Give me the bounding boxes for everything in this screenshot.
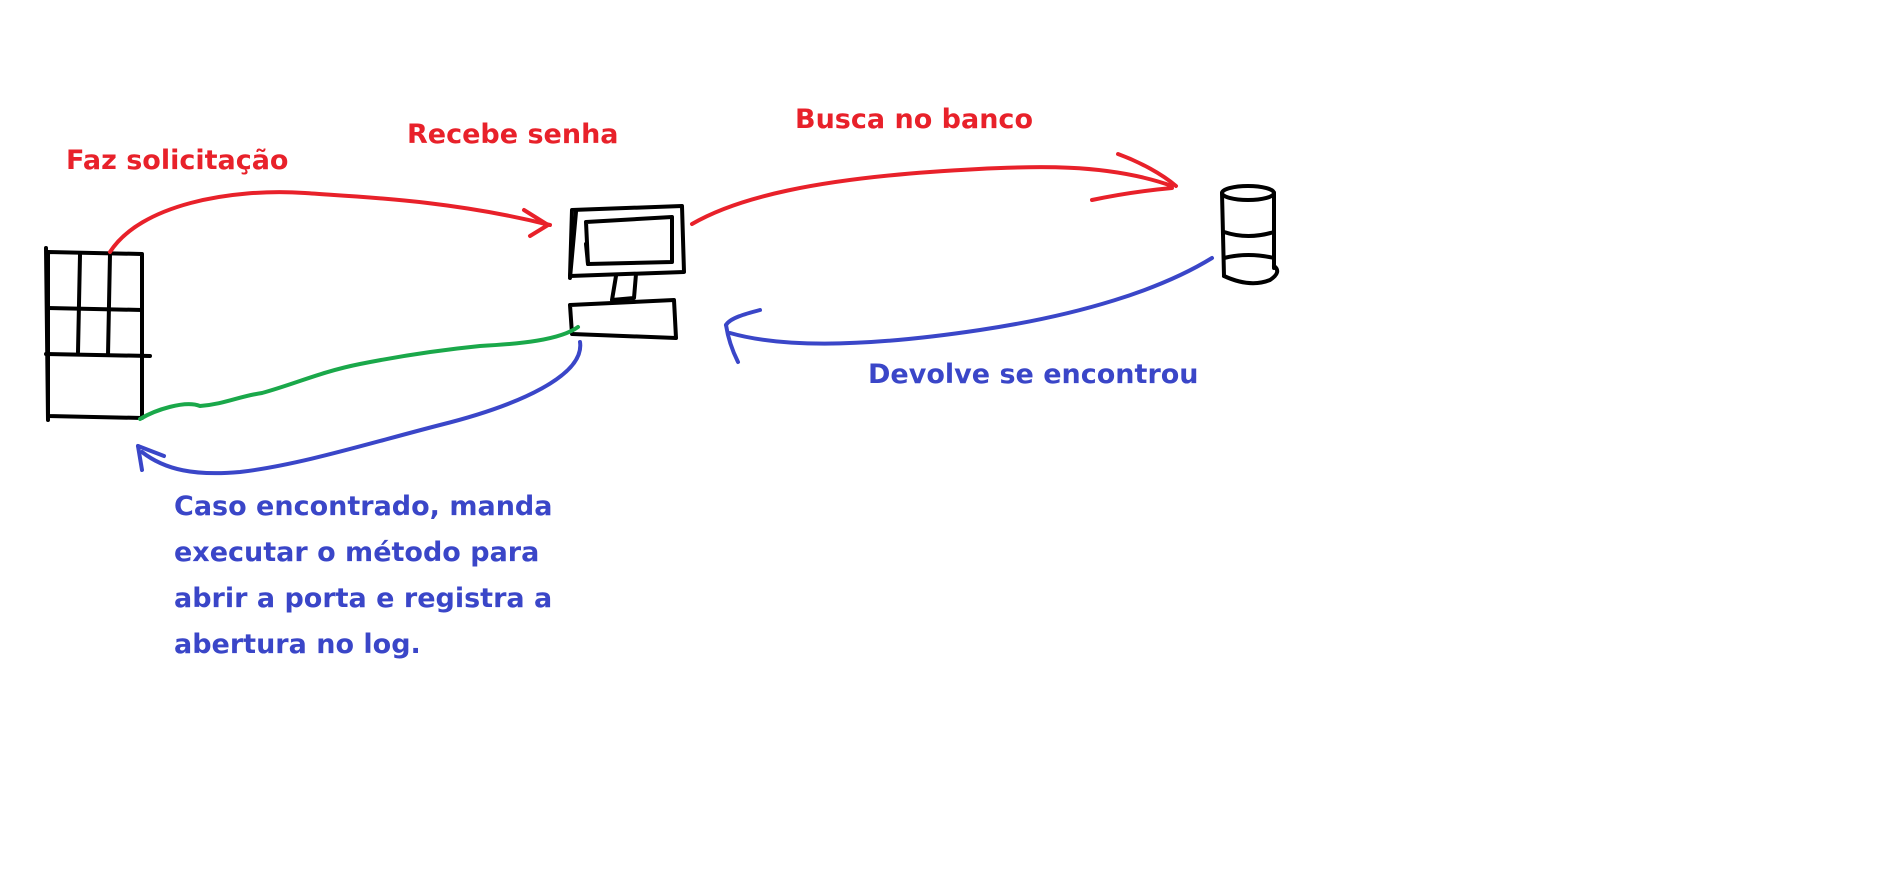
- response-arrow: [724, 256, 1214, 364]
- computer-icon: [568, 204, 686, 340]
- label-faz-solicitacao: Faz solicitação: [66, 145, 289, 176]
- command-line: [138, 325, 580, 421]
- request-arrow: [108, 190, 552, 254]
- label-recebe-senha: Recebe senha: [407, 119, 619, 150]
- door-icon: [44, 246, 152, 422]
- label-busca-no-banco: Busca no banco: [795, 104, 1033, 135]
- label-caso-encontrado: Caso encontrado, manda executar o método…: [174, 491, 553, 660]
- label-devolve-se-encontrou: Devolve se encontrou: [868, 359, 1199, 390]
- query-arrow: [690, 152, 1178, 226]
- database-icon: [1220, 184, 1280, 286]
- open-door-arrow: [136, 340, 583, 476]
